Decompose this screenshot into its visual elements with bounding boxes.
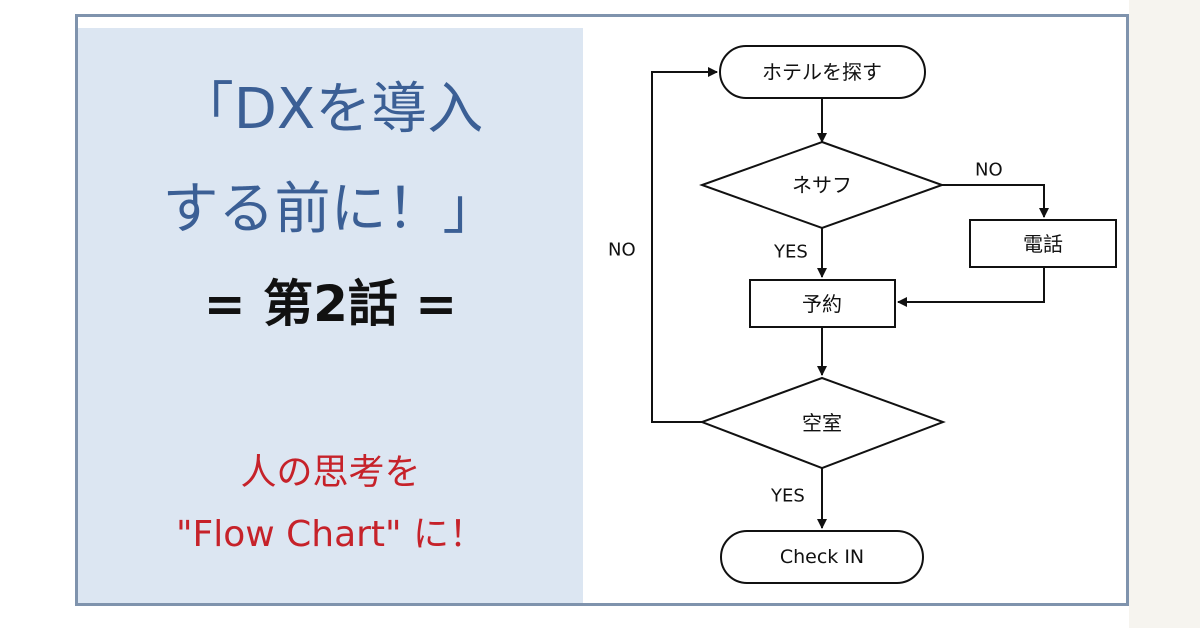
reserve-box (749, 279, 896, 328)
title-panel: 「DXを導入 する前に！」 = 第2話 = 人の思考を "Flow Chart"… (78, 28, 583, 603)
decision-vacancy (699, 376, 946, 470)
connector-net-to-phone (942, 184, 1049, 218)
connector-vacancy-loop (651, 67, 718, 423)
title-line-2: する前に！」 (162, 177, 499, 242)
start-terminal (719, 45, 926, 99)
end-label: Check IN (780, 546, 864, 568)
background-edge (1129, 0, 1200, 628)
subtitle-line-2: "Flow Chart" に！ (175, 514, 486, 555)
branch-yes-net: YES (773, 242, 808, 263)
branch-no-loop: NO (608, 240, 636, 261)
title-line-1: 「DXを導入 (177, 77, 484, 142)
phone-box (969, 219, 1117, 268)
episode-title: = 第2話 = (203, 275, 458, 333)
decision-net-search (699, 140, 945, 230)
subtitle-line-1: 人の思考を (240, 452, 421, 493)
end-terminal (720, 530, 924, 584)
reserve-label: 予約 (802, 292, 842, 316)
branch-no-net: NO (975, 160, 1003, 181)
branch-yes-vacancy: YES (770, 486, 805, 507)
connector-phone-to-reserve (897, 267, 1045, 307)
decision-vacancy-label: 空室 (802, 411, 842, 435)
start-label: ホテルを探す (762, 60, 882, 84)
decision-net-label: ネサフ (792, 173, 852, 197)
phone-label: 電話 (1023, 232, 1063, 256)
